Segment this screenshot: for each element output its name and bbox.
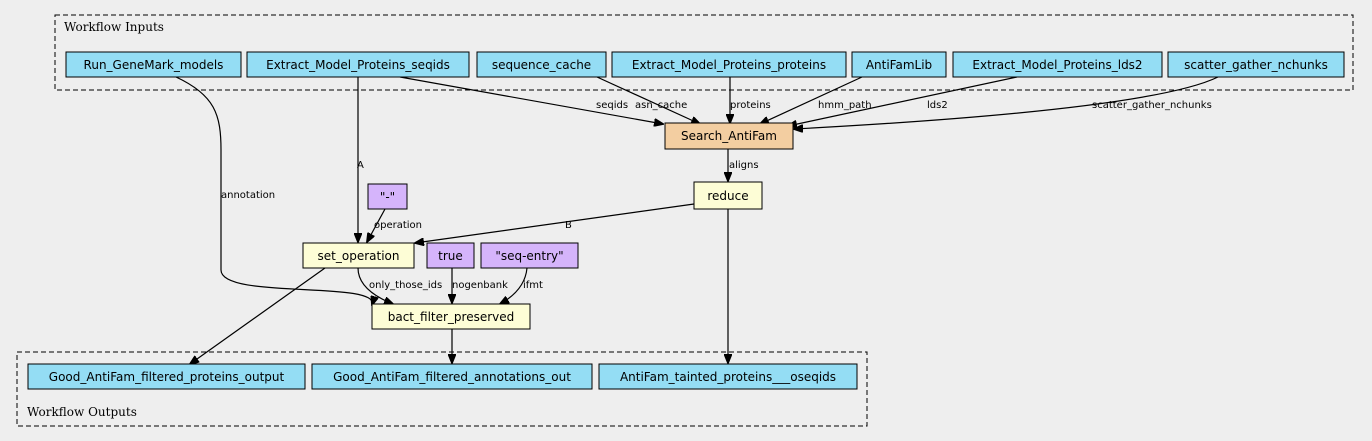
edge-scatter-gather <box>794 76 1219 129</box>
edge-asn-cache <box>596 76 700 124</box>
input-run-genemark-models-label: Run_GeneMark_models <box>84 58 224 72</box>
step-set-operation[interactable]: set_operation <box>302 242 415 269</box>
constant-dash-label: "-" <box>380 190 395 204</box>
step-reduce[interactable]: reduce <box>693 181 763 210</box>
workflow-outputs-label: Workflow Outputs <box>27 405 137 419</box>
edge-good-proteins <box>190 267 326 364</box>
edge-label-proteins: proteins <box>730 100 771 111</box>
edge-label-annotation: annotation <box>221 190 275 201</box>
step-search-antifam-label: Search_AntiFam <box>681 129 777 143</box>
input-scatter-gather-nchunks-label: scatter_gather_nchunks <box>1184 58 1328 72</box>
input-extract-model-proteins-lds2-label: Extract_Model_Proteins_lds2 <box>972 58 1142 72</box>
edge-hmm-path <box>760 76 863 124</box>
input-extract-model-proteins-proteins-label: Extract_Model_Proteins_proteins <box>632 58 826 72</box>
edge-label-asn-cache: asn_cache <box>635 100 687 111</box>
input-extract-model-proteins-seqids[interactable]: Extract_Model_Proteins_seqids <box>246 51 470 78</box>
workflow-outputs-cluster: Workflow Outputs <box>16 351 868 427</box>
edge-label-hmm-path: hmm_path <box>818 100 872 111</box>
edge-label-operation: operation <box>374 220 422 231</box>
edges: seqids asn_cache proteins hmm_path lds2 … <box>175 76 1219 364</box>
output-good-antifam-filtered-annotations[interactable]: Good_AntiFam_filtered_annotations_out <box>311 363 593 390</box>
edge-label-lds2: lds2 <box>927 100 948 111</box>
edge-lds2 <box>788 76 1018 126</box>
input-run-genemark-models[interactable]: Run_GeneMark_models <box>65 51 242 78</box>
constant-true[interactable]: true <box>426 242 475 269</box>
output-antifam-tainted-proteins[interactable]: AntiFam_tainted_proteins___oseqids <box>598 363 858 390</box>
edge-only-those-ids <box>357 267 393 304</box>
edge-seqids <box>399 76 663 124</box>
edge-label-seqids: seqids <box>596 100 628 111</box>
output-good-antifam-filtered-annotations-label: Good_AntiFam_filtered_annotations_out <box>333 370 571 384</box>
constant-true-label: true <box>438 249 463 263</box>
input-sequence-cache-label: sequence_cache <box>492 58 591 72</box>
output-good-antifam-filtered-proteins-label: Good_AntiFam_filtered_proteins_output <box>49 370 285 384</box>
edge-annotation <box>175 76 372 305</box>
edge-b <box>415 203 695 243</box>
step-bact-filter-preserved-label: bact_filter_preserved <box>388 310 515 324</box>
step-bact-filter-preserved[interactable]: bact_filter_preserved <box>371 303 531 330</box>
input-antifamlib-label: AntiFamLib <box>866 58 932 72</box>
step-reduce-label: reduce <box>707 189 748 203</box>
step-search-antifam[interactable]: Search_AntiFam <box>664 122 794 150</box>
constant-seq-entry[interactable]: "seq-entry" <box>480 242 579 269</box>
edge-label-ifmt: ifmt <box>523 280 543 291</box>
edge-ifmt <box>500 267 528 304</box>
output-antifam-tainted-proteins-label: AntiFam_tainted_proteins___oseqids <box>620 370 836 384</box>
edge-label-aligns: aligns <box>729 160 759 171</box>
input-scatter-gather-nchunks[interactable]: scatter_gather_nchunks <box>1167 51 1345 78</box>
edge-label-nogenbank: nogenbank <box>452 280 508 291</box>
constant-dash[interactable]: "-" <box>367 183 408 210</box>
input-sequence-cache[interactable]: sequence_cache <box>476 51 607 78</box>
input-extract-model-proteins-lds2[interactable]: Extract_Model_Proteins_lds2 <box>952 51 1163 78</box>
edge-label-b: B <box>565 220 572 231</box>
edge-label-a: A <box>357 160 364 171</box>
input-extract-model-proteins-proteins[interactable]: Extract_Model_Proteins_proteins <box>611 51 847 78</box>
step-set-operation-label: set_operation <box>318 249 400 263</box>
constant-seq-entry-label: "seq-entry" <box>495 249 563 263</box>
workflow-inputs-cluster: Workflow Inputs <box>54 14 1354 91</box>
output-good-antifam-filtered-proteins[interactable]: Good_AntiFam_filtered_proteins_output <box>27 363 306 390</box>
input-extract-model-proteins-seqids-label: Extract_Model_Proteins_seqids <box>266 58 450 72</box>
workflow-inputs-label: Workflow Inputs <box>64 20 164 34</box>
edge-label-scatter-gather: scatter_gather_nchunks <box>1092 100 1212 111</box>
edge-label-only-those-ids: only_those_ids <box>369 280 442 291</box>
input-antifamlib[interactable]: AntiFamLib <box>851 51 947 78</box>
edge-operation <box>367 208 386 242</box>
